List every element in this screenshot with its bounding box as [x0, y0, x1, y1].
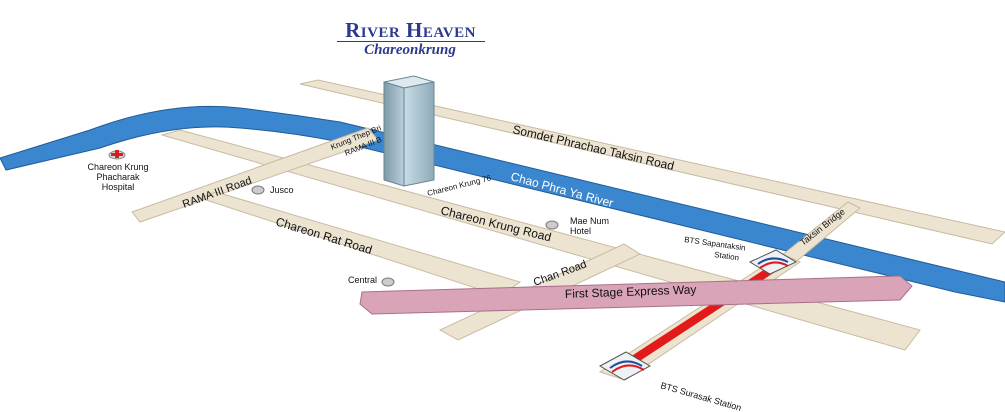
- sapantaksin-station-icon: [748, 249, 798, 275]
- mae-num-label-1: Mae Num: [570, 216, 609, 226]
- jusco-marker-icon: [251, 185, 265, 195]
- river-shape: [0, 105, 1005, 303]
- central-label: Central: [348, 275, 377, 285]
- sapantaksin-station-label-2: Station: [714, 250, 740, 262]
- river-heaven-tower-icon: [383, 75, 435, 187]
- expressway-label: First Stage Express Way: [565, 282, 697, 301]
- brand-underline: [337, 41, 485, 42]
- hospital-label-2: Phacharak: [96, 172, 140, 182]
- brand-subtitle: Chareonkrung: [364, 42, 456, 58]
- brand-title: River Heaven: [345, 18, 476, 42]
- road-somdet: [299, 79, 1005, 245]
- road-chareon-rat: [198, 191, 522, 297]
- hospital-label-1: Chareon Krung: [87, 162, 148, 172]
- jusco-label: Jusco: [270, 185, 294, 195]
- hospital-icon: [108, 150, 126, 160]
- somdet-road-label: Somdet Phrachao Taksin Road: [511, 122, 675, 173]
- mae-num-label-2: Hotel: [570, 226, 591, 236]
- surasak-station-label: BTS Surasak Station: [659, 380, 742, 412]
- hospital-label-3: Hospital: [102, 182, 135, 192]
- soi-label: Chareon Krung 76: [426, 173, 492, 198]
- chareon-krung-road-label: Chareon Krung Road: [439, 203, 552, 244]
- mae-num-marker-icon: [545, 220, 559, 230]
- central-marker-icon: [381, 277, 395, 287]
- expressway-shape: [359, 275, 913, 315]
- surasak-station-icon: [598, 351, 652, 381]
- road-rama3: [131, 127, 379, 223]
